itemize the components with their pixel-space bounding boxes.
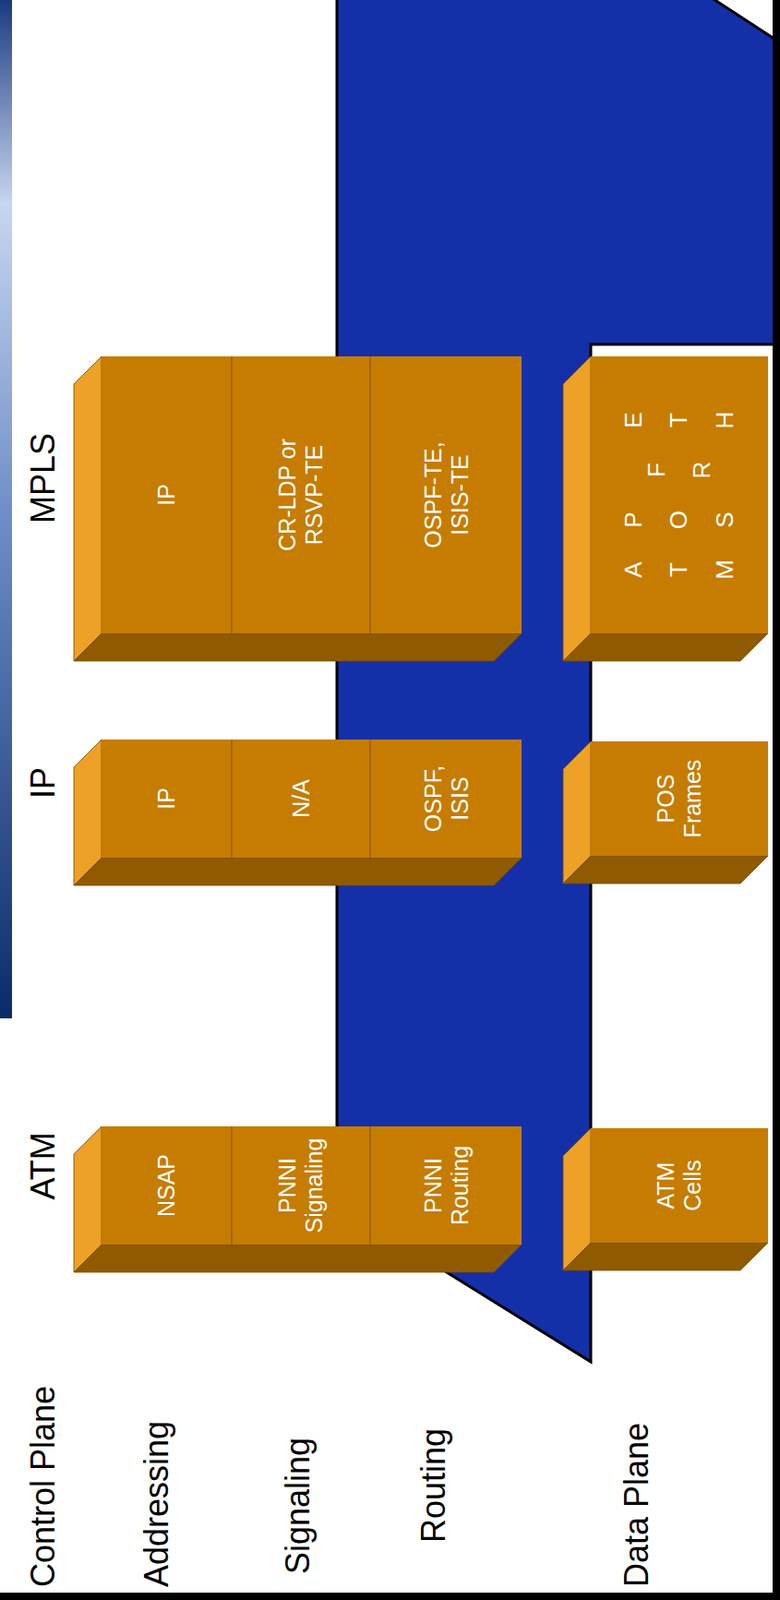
table-row: OSPF, ISIS — [369, 739, 522, 858]
cell-text: OSPF-TE, ISIS-TE — [420, 425, 474, 564]
cell-text: OSPF, ISIS — [420, 746, 474, 851]
table-row: N/A — [230, 739, 370, 858]
data-plane-box: ATM Cells — [590, 1128, 768, 1243]
stacked-text: FR — [634, 457, 726, 482]
table-row: NSAP — [101, 1126, 231, 1245]
box-side-face — [73, 633, 522, 661]
row-heading: Control Plane — [24, 1385, 62, 1587]
stacked-text: POS — [611, 507, 748, 532]
table-row: PNNI Routing — [369, 1126, 522, 1245]
control-plane-box: IP CR-LDP or RSVP-TE OSPF-TE, ISIS-TE — [101, 356, 522, 634]
table-row: CR-LDP or RSVP-TE — [230, 356, 370, 634]
text-holder: ATM Cells — [590, 1128, 768, 1243]
data-plane-box: ATM POS FR ETH — [590, 356, 768, 634]
table-row: IP — [101, 356, 231, 634]
control-plane-box: IP N/A OSPF, ISIS — [101, 739, 522, 858]
box-side-face — [73, 857, 522, 886]
box-side-face — [73, 1244, 522, 1272]
data-plane-box: POS Frames — [590, 741, 768, 856]
table-row: OSPF-TE, ISIS-TE — [369, 356, 522, 634]
column-heading: ATM — [24, 1131, 62, 1200]
cell-text: ATM Cells — [652, 1135, 707, 1236]
box-side-face — [563, 855, 768, 884]
box-top-face — [73, 356, 102, 661]
column-heading: IP — [24, 767, 62, 799]
stacked-text: ETH — [611, 408, 748, 432]
cell-text: IP — [153, 425, 180, 564]
row-heading: Signaling — [279, 1437, 317, 1574]
frame-edge — [772, 0, 780, 1600]
box-side-face — [563, 633, 768, 661]
control-plane-box: NSAP PNNI Signaling PNNI Routing — [101, 1126, 522, 1245]
text-holder: POS Frames — [590, 741, 768, 856]
cell-text: PNNI Routing — [420, 1133, 474, 1237]
cell-text: NSAP — [153, 1133, 180, 1237]
column-heading: MPLS — [24, 432, 62, 524]
row-heading: Routing — [415, 1428, 453, 1543]
cell-text: IP — [153, 746, 180, 851]
row-heading: Addressing — [138, 1420, 176, 1587]
stacked-text: ATM — [611, 557, 748, 582]
cell-text: POS Frames — [652, 748, 707, 849]
box-top-face — [563, 356, 591, 661]
table-row: IP — [101, 739, 231, 858]
cell-text: CR-LDP or RSVP-TE — [274, 425, 328, 564]
row-heading: Data Plane — [618, 1422, 656, 1587]
frame-edge — [0, 1592, 780, 1600]
table-row: PNNI Signaling — [230, 1126, 370, 1245]
cell-text: N/A — [288, 746, 315, 851]
box-side-face — [563, 1242, 768, 1271]
earth-strip — [0, 0, 12, 1019]
text-holder: ATM POS FR ETH — [590, 356, 768, 634]
cell-text: PNNI Signaling — [274, 1133, 328, 1237]
